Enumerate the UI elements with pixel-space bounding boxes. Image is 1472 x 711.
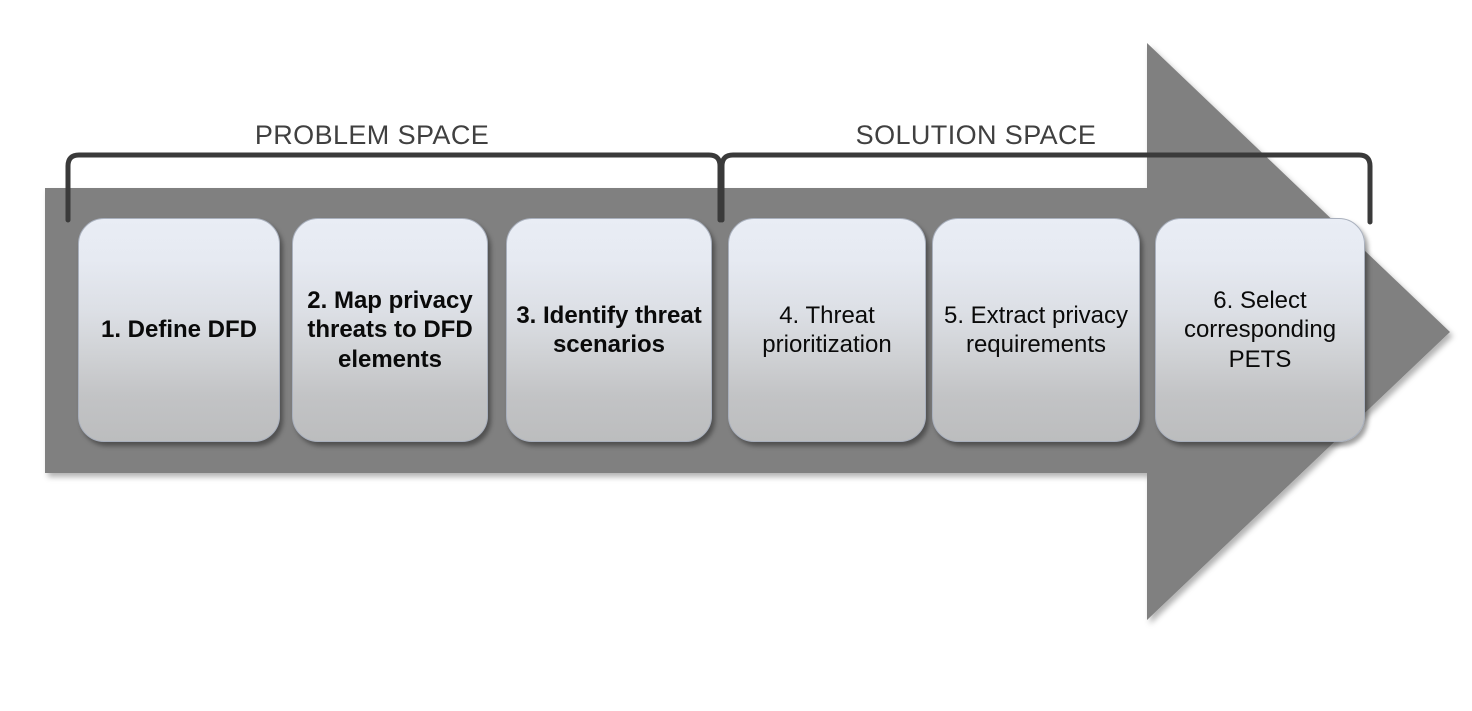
step-box-1[interactable]: 1. Define DFD xyxy=(78,218,280,442)
step-label-1: 1. Define DFD xyxy=(100,316,258,344)
step-box-3[interactable]: 3. Identify threat scenarios xyxy=(506,218,712,442)
step-label-6: 6. Select corresponding PETS xyxy=(1183,287,1337,373)
bracket-problem-space xyxy=(65,152,723,223)
step-label-5: 5. Extract privacy requirements xyxy=(943,301,1129,358)
step-box-5[interactable]: 5. Extract privacy requirements xyxy=(932,218,1140,442)
step-box-4[interactable]: 4. Threat prioritization xyxy=(728,218,926,442)
step-label-4: 4. Threat prioritization xyxy=(762,301,892,358)
bracket-label-solution-space: SOLUTION SPACE xyxy=(855,120,1097,150)
step-box-6[interactable]: 6. Select corresponding PETS xyxy=(1155,218,1365,442)
step-box-2[interactable]: 2. Map privacy threats to DFD elements xyxy=(292,218,488,442)
bracket-label-problem-space: PROBLEM SPACE xyxy=(254,120,490,150)
step-label-3: 3. Identify threat scenarios xyxy=(516,301,702,358)
bracket-solution-space xyxy=(719,152,1373,225)
step-label-2: 2. Map privacy threats to DFD elements xyxy=(307,287,473,373)
